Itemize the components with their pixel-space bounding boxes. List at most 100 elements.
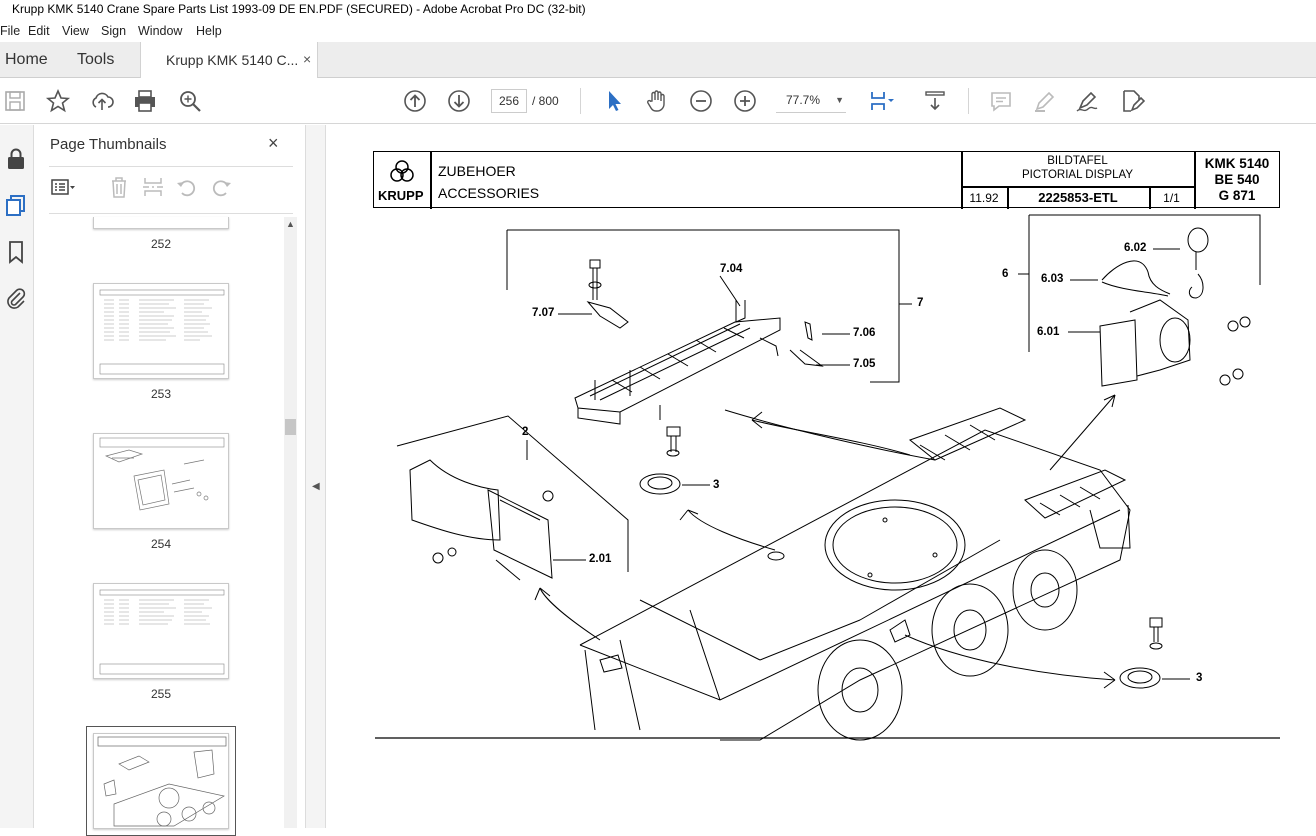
- divider: [961, 186, 1194, 188]
- page-thumbnails-icon[interactable]: [4, 193, 28, 217]
- scroll-mode-icon[interactable]: [922, 88, 948, 114]
- menu-window[interactable]: Window: [138, 24, 183, 38]
- highlight-pen-icon[interactable]: [1031, 88, 1057, 114]
- main-toolbar: [0, 78, 1316, 124]
- zoom-level-dropdown[interactable]: 77.7% ▼: [776, 89, 846, 113]
- page-thumbnail-253[interactable]: [93, 283, 229, 379]
- divider: [1149, 186, 1151, 209]
- callout-2-01: 2.01: [589, 553, 612, 565]
- page-down-icon[interactable]: [446, 88, 472, 114]
- panel-collapse-handle[interactable]: ◀: [306, 125, 326, 828]
- thumbnail-options-icon[interactable]: [51, 175, 75, 199]
- thumbnail-tools: [49, 173, 293, 203]
- callout-6-02: 6.02: [1124, 242, 1147, 254]
- display-english: PICTORIAL DISPLAY: [1022, 169, 1133, 181]
- tab-home[interactable]: Home: [5, 51, 48, 68]
- callout-7: 7: [917, 297, 924, 309]
- model-code-2: BE 540: [1214, 172, 1260, 187]
- comment-icon[interactable]: [988, 88, 1014, 114]
- menu-sign[interactable]: Sign: [101, 24, 127, 38]
- page-thumbnail-252[interactable]: [93, 217, 229, 229]
- print-icon[interactable]: [132, 88, 158, 114]
- page-thumbnail-256[interactable]: [93, 733, 229, 829]
- sheet-number: 1/1: [1163, 191, 1180, 205]
- divider: [49, 166, 293, 167]
- thumbnail-label: 254: [150, 537, 172, 551]
- trash-icon[interactable]: [107, 175, 131, 199]
- model-code-3: G 871: [1218, 188, 1256, 203]
- callout-6-01: 6.01: [1037, 326, 1060, 338]
- panel-title: Page Thumbnails: [50, 136, 167, 153]
- chevron-up-icon[interactable]: ▲: [286, 219, 295, 229]
- callout-7-05: 7.05: [853, 358, 876, 370]
- rotate-left-icon[interactable]: [175, 175, 199, 199]
- display-german: BILDTAFEL: [1047, 155, 1108, 167]
- bookmark-icon[interactable]: [4, 240, 28, 264]
- divider: [430, 152, 432, 209]
- rotate-right-icon[interactable]: [209, 175, 233, 199]
- title-german: ZUBEHOER: [438, 163, 516, 179]
- callout-6-03: 6.03: [1041, 273, 1064, 285]
- fill-sign-icon[interactable]: [1119, 88, 1146, 114]
- page-total: / 800: [532, 94, 559, 108]
- cloud-upload-icon[interactable]: [89, 88, 115, 114]
- page-thumbnail-255[interactable]: [93, 583, 229, 679]
- attachment-icon[interactable]: [4, 286, 28, 310]
- thumbnail-label: 255: [150, 687, 172, 701]
- parts-drawing: [375, 214, 1280, 741]
- insert-page-icon[interactable]: [141, 175, 165, 199]
- callout-2: 2: [522, 426, 529, 438]
- page-up-icon[interactable]: [402, 88, 428, 114]
- toolbar-divider: [968, 88, 969, 114]
- divider: [1194, 152, 1196, 209]
- callout-3: 3: [713, 479, 720, 491]
- chevron-left-icon: ◀: [312, 481, 320, 492]
- save-icon[interactable]: [2, 88, 28, 114]
- menu-help[interactable]: Help: [196, 24, 222, 38]
- callout-3-lower: 3: [1196, 672, 1203, 684]
- star-bookmark-icon[interactable]: [45, 88, 71, 114]
- menu-bar: File Edit View Sign Window Help: [0, 20, 1316, 42]
- drawing-number: 2225853-ETL: [1038, 190, 1118, 205]
- thumbnail-label: 253: [150, 387, 172, 401]
- scrollbar-thumb[interactable]: [285, 419, 296, 435]
- title-english: ACCESSORIES: [438, 185, 540, 201]
- page-view-icon[interactable]: [868, 88, 894, 114]
- callout-7-07: 7.07: [532, 307, 555, 319]
- divider: [961, 152, 963, 209]
- tab-tools[interactable]: Tools: [77, 51, 115, 68]
- drawing-date: 11.92: [969, 191, 999, 205]
- sign-pen-icon[interactable]: [1074, 88, 1100, 114]
- menu-view[interactable]: View: [62, 24, 89, 38]
- tab-close-icon[interactable]: ×: [303, 51, 312, 67]
- divider: [49, 213, 293, 214]
- tab-bar: Home Tools Krupp KMK 5140 C... ×: [0, 42, 1316, 79]
- search-icon[interactable]: [177, 88, 203, 114]
- thumbnail-scrollbar[interactable]: [284, 217, 297, 828]
- left-nav-rail: [0, 125, 34, 828]
- callout-7-04: 7.04: [720, 263, 743, 275]
- lock-icon[interactable]: [4, 147, 28, 171]
- hand-tool-icon[interactable]: [644, 88, 670, 114]
- chevron-down-icon: ▼: [835, 95, 844, 105]
- close-icon[interactable]: ×: [268, 133, 279, 153]
- tab-document-label: Krupp KMK 5140 C...: [166, 52, 299, 68]
- zoom-level-value: 77.7%: [786, 93, 821, 107]
- page-number-input[interactable]: 256: [491, 89, 527, 113]
- tab-document[interactable]: Krupp KMK 5140 C... ×: [140, 42, 318, 79]
- krupp-logo-icon: [390, 160, 414, 182]
- brand-name: KRUPP: [378, 188, 424, 203]
- callout-7-06: 7.06: [853, 327, 876, 339]
- menu-edit[interactable]: Edit: [28, 24, 50, 38]
- menu-file[interactable]: File: [0, 24, 21, 38]
- toolbar-divider: [580, 88, 581, 114]
- page-thumbnail-254[interactable]: [93, 433, 229, 529]
- select-cursor-icon[interactable]: [601, 88, 627, 114]
- thumbnails-panel: Page Thumbnails × 252: [35, 125, 306, 836]
- divider: [1007, 186, 1009, 209]
- callout-6: 6: [1002, 268, 1009, 280]
- zoom-in-icon[interactable]: [732, 88, 758, 114]
- window-title: Krupp KMK 5140 Crane Spare Parts List 19…: [0, 0, 1316, 20]
- zoom-out-icon[interactable]: [688, 88, 714, 114]
- thumbnail-label: 252: [150, 237, 172, 251]
